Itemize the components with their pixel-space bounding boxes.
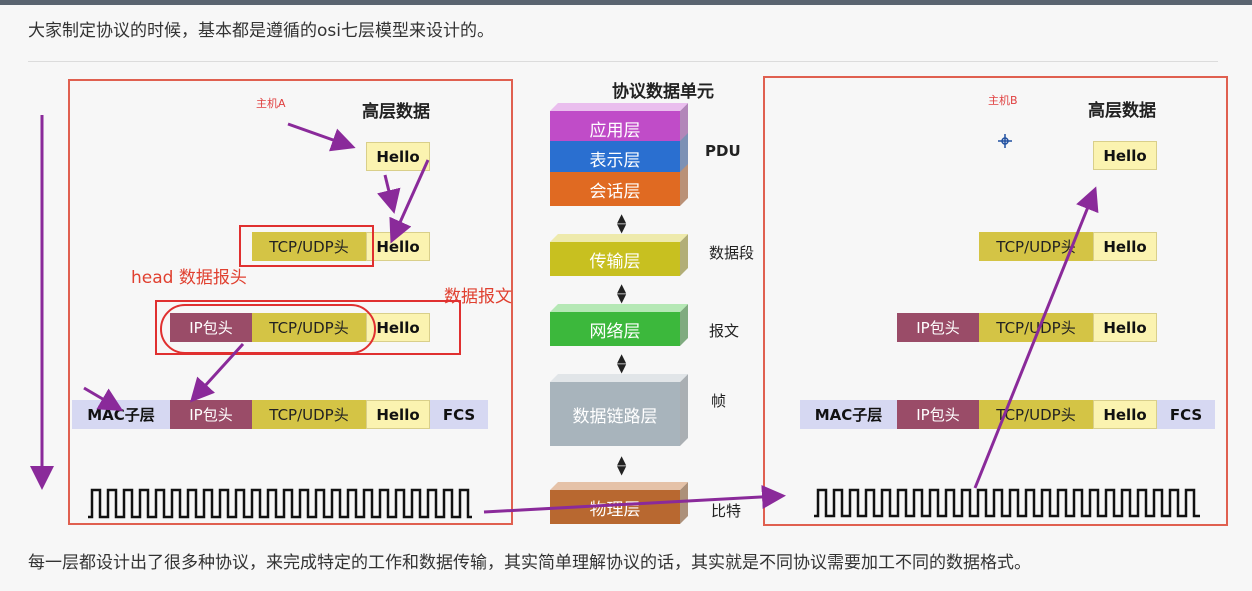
host-a-frame [68,79,513,525]
host-a-hello-row3: Hello [366,313,430,342]
host-a-upper-data-title: 高层数据 [362,102,430,122]
host-a-fcs-row4: FCS [430,400,488,429]
host-b-hello-row1: Hello [1093,141,1157,170]
arrow-to-mac [83,386,124,412]
host-a-label: 主机A [256,97,286,110]
host-b-tcp-row2: TCP/UDP头 [979,232,1093,261]
host-b-frame [763,76,1228,526]
layer-3d-shading [550,103,688,524]
host-a-hello-row4: Hello [366,400,430,429]
pdu-label-segment: 数据段 [709,244,755,262]
updown-arrow-icon: ▲▼ [617,281,627,305]
host-b-tcp-row4: TCP/UDP头 [979,400,1093,429]
host-b-label: 主机B [988,94,1018,107]
head-annotation: head 数据报头 [131,268,247,288]
host-a-hello-row1: Hello [366,142,430,171]
datagram-highlight-box [155,300,461,355]
arrow-hello-down [377,174,401,214]
arrow-decapsulate-up [973,186,1099,489]
host-b-hello-row4: Hello [1093,400,1157,429]
layer-datalink: 数据链路层 [550,382,680,446]
tcp-header-highlight-box [239,225,374,267]
datagram-annotation: 数据报文 [444,287,512,307]
arrow-hello-to-row2 [389,159,430,244]
header-highlight-oval [160,304,376,354]
pdu-label-bit: 比特 [711,502,742,520]
layer-application: 应用层 [550,111,680,145]
host-b-ip-row3: IP包头 [897,313,979,342]
arrow-bits-transmit [483,484,786,514]
host-b-hello-row2: Hello [1093,232,1157,261]
intro-caption: 大家制定协议的时候，基本都是遵循的osi七层模型来设计的。 [28,21,494,41]
arrow-to-hello [287,122,356,152]
arrow-ip-down [189,342,245,403]
host-b-upper-data-title: 高层数据 [1088,101,1156,121]
updown-arrow-icon: ▲▼ [617,453,627,477]
pdu-label-upper: PDU [705,142,741,160]
host-a-ip-row4: IP包头 [170,400,252,429]
host-b-tcp-row3: TCP/UDP头 [979,313,1093,342]
host-b-fcs-row4: FCS [1157,400,1215,429]
purple-arrows [30,115,1099,514]
layer-transport: 传输层 [550,242,680,276]
pdu-column-title: 协议数据单元 [612,82,714,102]
summary-caption: 每一层都设计出了很多种协议，来完成特定的工作和数据传输，其实简单理解协议的话，其… [28,553,1031,573]
pdu-label-frame: 帧 [711,392,727,410]
host-b-hello-row3: Hello [1093,313,1157,342]
host-b-mac-row4: MAC子层 [800,400,897,429]
bitstream-wave-host-b [814,488,1200,518]
bitstream-wave-host-a [88,488,472,519]
updown-arrow-icon: ▲▼ [617,211,627,235]
host-b-ip-row4: IP包头 [897,400,979,429]
layer-network: 网络层 [550,312,680,346]
separator-line [28,61,1218,62]
layer-presentation: 表示层 [550,141,680,175]
crosshair-cursor-icon [998,134,1012,148]
host-a-tcp-row4: TCP/UDP头 [252,400,366,429]
layer-session: 会话层 [550,172,680,206]
window-top-bar [0,0,1252,5]
host-a-tcp-row2: TCP/UDP头 [252,232,366,261]
pdu-label-packet: 报文 [709,322,740,340]
updown-arrow-icon: ▲▼ [617,351,627,375]
